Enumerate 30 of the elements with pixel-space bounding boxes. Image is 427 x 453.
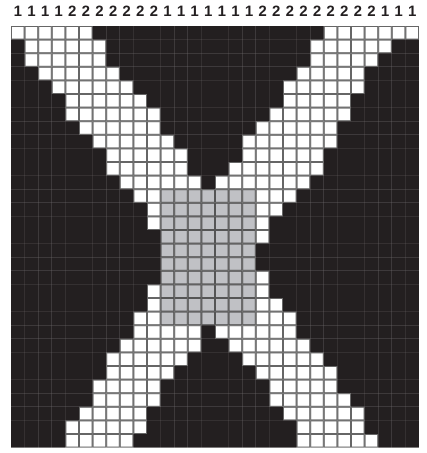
column-number: 2	[94, 3, 105, 21]
column-number: 2	[352, 3, 363, 21]
column-number: 1	[203, 3, 214, 21]
column-number: 2	[121, 3, 132, 21]
column-number: 2	[325, 3, 336, 21]
column-number: 1	[162, 3, 173, 21]
column-number: 2	[366, 3, 377, 21]
column-number: 1	[407, 3, 418, 21]
column-number: 1	[230, 3, 241, 21]
column-number: 1	[26, 3, 37, 21]
column-number: 1	[216, 3, 227, 21]
column-number: 1	[40, 3, 50, 21]
column-number: 2	[271, 3, 282, 21]
column-number: 2	[135, 3, 146, 21]
column-number: 2	[339, 3, 350, 21]
column-number: 1	[380, 3, 390, 21]
column-number: 1	[189, 3, 200, 21]
column-number: 1	[12, 3, 23, 21]
column-number: 2	[298, 3, 309, 21]
column-number: 2	[312, 3, 322, 21]
column-number: 2	[80, 3, 91, 21]
column-number: 2	[257, 3, 268, 21]
column-number: 1	[53, 3, 64, 21]
column-number: 2	[148, 3, 159, 21]
column-number: 2	[108, 3, 118, 21]
column-number: 1	[393, 3, 404, 21]
column-number: 1	[176, 3, 186, 21]
column-number: 2	[67, 3, 78, 21]
column-number: 1	[244, 3, 254, 21]
column-number: 2	[284, 3, 295, 21]
